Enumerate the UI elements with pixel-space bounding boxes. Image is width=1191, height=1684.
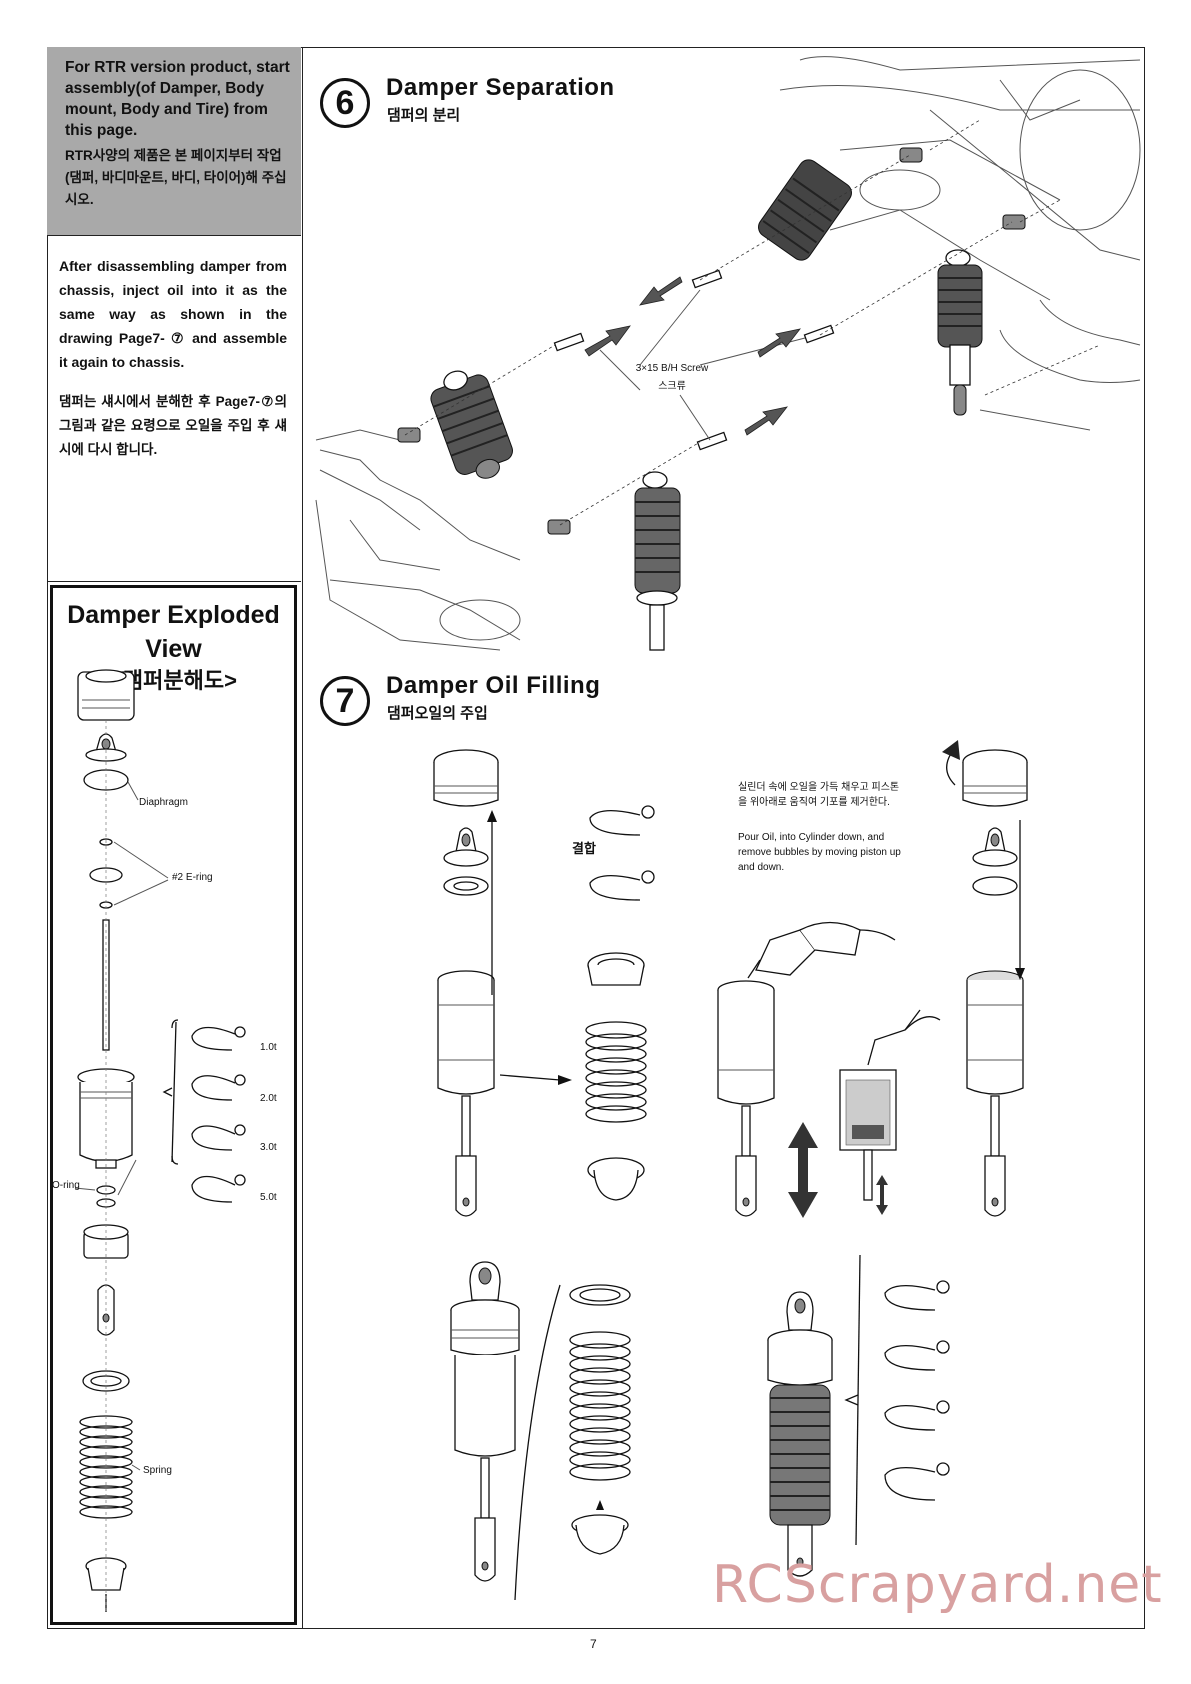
disassembly-info-kr: 댐퍼는 섀시에서 분해한 후 Page7-⑦의 그림과 같은 요령으로 오일을 …: [59, 394, 287, 457]
label-e-ring: #2 E-ring: [172, 872, 213, 883]
rtr-notice-kr: RTR사양의 제품은 본 페이지부터 작업(댐퍼, 바디마운트, 바디, 타이어…: [65, 148, 287, 207]
page-number: 7: [590, 1637, 597, 1651]
rtr-notice-en: For RTR version product, start assembly(…: [65, 59, 290, 139]
screw-label-kr: 스크류: [658, 381, 686, 392]
combine-label-kr: 결합: [572, 841, 596, 856]
disassembly-info-en: After disassembling damper from chassis,…: [59, 258, 287, 370]
oil-note-en: Pour Oil, into Cylinder down, and remove…: [738, 832, 901, 873]
label-spring: Spring: [143, 1465, 172, 1476]
step-6-number: 6: [320, 78, 370, 128]
step-6-title-kr: 댐퍼의 분리: [387, 107, 461, 124]
step-7-title: Damper Oil Filling: [386, 672, 601, 699]
watermark: RCScrapyard.net: [712, 1555, 1163, 1615]
exploded-view-title: Damper Exploded View: [67, 601, 280, 663]
screw-label: 3×15 B/H Screw: [635, 363, 709, 374]
oil-note-kr: 실린더 속에 오일을 가득 채우고 피스톤을 위아래로 움직여 기포를 제거한다…: [738, 782, 900, 808]
label-clip-1: 1.0t: [260, 1042, 277, 1053]
label-diaphragm: Diaphragm: [139, 797, 188, 808]
label-clip-2: 2.0t: [260, 1093, 277, 1104]
step-6-title: Damper Separation: [386, 74, 615, 101]
label-clip-3: 3.0t: [260, 1142, 277, 1153]
step-7-number: 7: [320, 676, 370, 726]
label-o-ring: O-ring: [52, 1180, 80, 1191]
rtr-notice: For RTR version product, start assembly(…: [47, 47, 301, 236]
disassembly-info: After disassembling damper from chassis,…: [47, 236, 301, 582]
page-frame: [47, 47, 1145, 1629]
label-clip-4: 5.0t: [260, 1192, 277, 1203]
step-7-title-kr: 댐퍼오일의 주입: [387, 705, 488, 722]
